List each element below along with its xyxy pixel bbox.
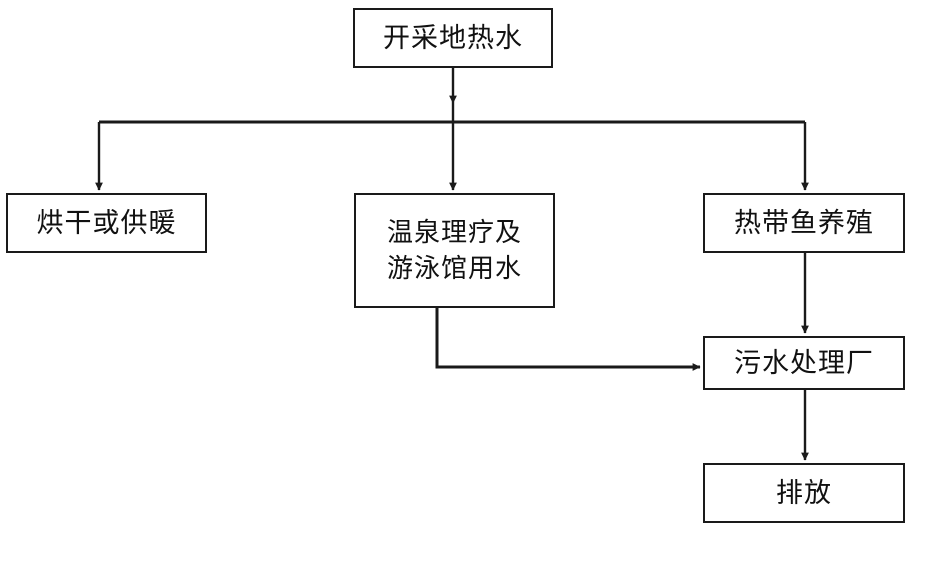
node-label: 污水处理厂 [734, 347, 874, 378]
node-hotspring-therapy-and-pool-water: 温泉理疗及 游泳馆用水 [354, 193, 555, 308]
node-label: 排放 [776, 477, 832, 508]
node-discharge: 排放 [703, 463, 905, 523]
node-label: 开采地热水 [383, 22, 523, 53]
node-label: 温泉理疗及 游泳馆用水 [386, 218, 522, 283]
node-extract-geothermal-water: 开采地热水 [353, 8, 553, 68]
node-wastewater-treatment-plant: 污水处理厂 [703, 336, 905, 390]
node-drying-or-heating: 烘干或供暖 [6, 193, 207, 253]
node-tropical-fish-farming: 热带鱼养殖 [703, 193, 905, 253]
edge-spa-to-wwtp [435, 308, 701, 371]
node-label: 烘干或供暖 [36, 207, 177, 238]
node-label: 热带鱼养殖 [734, 207, 874, 238]
